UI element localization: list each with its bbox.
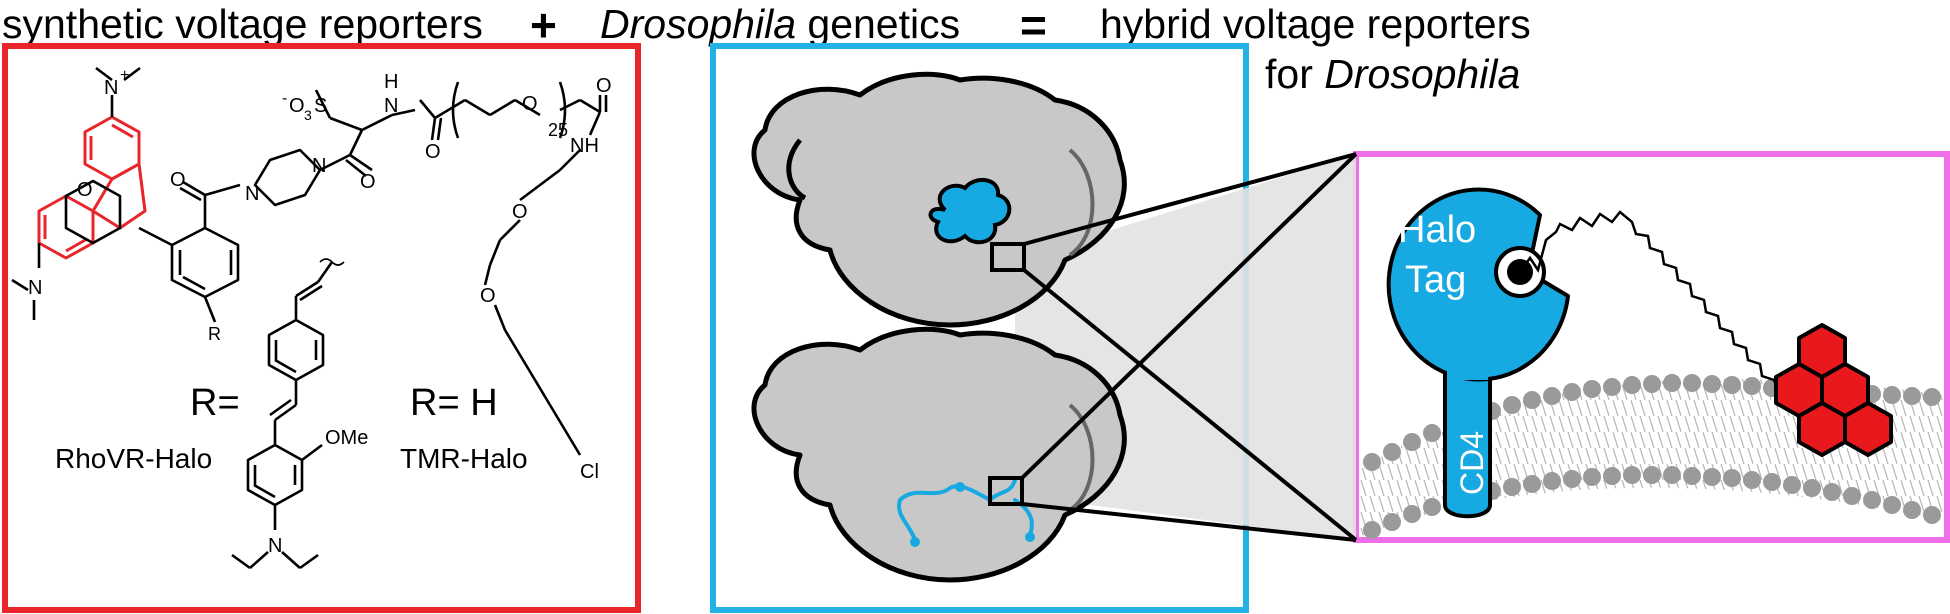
brain-bottom-zoom-box xyxy=(988,476,1024,506)
atom-n-piperazine-2: N xyxy=(312,155,326,177)
chem-labels: R= R= H RhoVR-Halo TMR-Halo xyxy=(55,382,528,474)
atom-cl: Cl xyxy=(580,461,599,483)
brain-top-blue-region xyxy=(928,178,1012,245)
atom-nh-right: NH xyxy=(570,135,599,157)
cd4-label: CD4 xyxy=(1454,431,1490,495)
atom-o-xanthene: O xyxy=(77,179,93,201)
header-synthetic-voltage-reporters: synthetic voltage reporters xyxy=(2,1,483,47)
atom-o-chain: O xyxy=(522,93,538,115)
header-drosophila-genetics: Drosophila genetics xyxy=(600,4,960,45)
header-for-word: for xyxy=(1265,51,1325,97)
atom-n-bottom: N xyxy=(268,535,282,557)
atom-o-cys-amide: O xyxy=(425,141,441,163)
atom-n-piperazine-1: N xyxy=(245,183,259,205)
linker-chain xyxy=(1518,210,1780,391)
atom-nh-n: N xyxy=(384,95,398,117)
header-drosophila-italic: Drosophila xyxy=(600,1,796,47)
header-genetics-word: genetics xyxy=(796,1,961,47)
zoom-lines xyxy=(1020,152,1358,542)
atom-n-plus: N xyxy=(104,77,118,99)
stalk-joint-cover xyxy=(1447,360,1488,380)
atom-n-left: N xyxy=(28,277,42,299)
atom-labels: N + - O 3 S H N O 25 O O O NH N N O O N … xyxy=(28,67,612,557)
dye-structure xyxy=(11,66,608,570)
r-equals-h-right: R= H xyxy=(410,382,498,424)
halo-label-line1: Halo xyxy=(1398,209,1476,251)
halotag-protein xyxy=(1386,187,1570,519)
atom-nh-h: H xyxy=(384,71,398,93)
atom-o-peg-1: O xyxy=(512,201,528,223)
plus-operator: + xyxy=(530,0,557,51)
r-equals-left: R= xyxy=(190,382,240,424)
atom-plus-sign: + xyxy=(120,67,129,84)
atom-o-amide-top: O xyxy=(596,75,612,97)
atom-o-piperazine-amide: O xyxy=(360,171,376,193)
atom-o-aryl-amide: O xyxy=(170,169,186,191)
header-drosophila-italic-2: Drosophila xyxy=(1324,51,1521,97)
atom-so3-s: S xyxy=(314,95,327,117)
header-hybrid-voltage-reporters: hybrid voltage reporters xyxy=(1100,1,1531,47)
atom-so3-sub: 3 xyxy=(304,107,312,123)
halo-label-line2: Tag xyxy=(1405,259,1466,301)
brain-bottom xyxy=(751,326,1127,583)
atom-ome: OMe xyxy=(325,427,368,449)
dye-hexagons xyxy=(1774,323,1893,457)
tmr-halo-name: TMR-Halo xyxy=(400,443,528,474)
chemistry-frame xyxy=(2,43,641,613)
atom-repeat-count: 25 xyxy=(548,120,568,140)
brain-top-zoom-box xyxy=(990,242,1026,272)
rhovr-halo-name: RhoVR-Halo xyxy=(55,443,212,474)
atom-o-peg-2: O xyxy=(480,285,496,307)
atom-so3-o: O xyxy=(289,95,305,117)
atom-r: R xyxy=(208,324,221,344)
atom-minus: - xyxy=(282,90,287,107)
header-for-drosophila: for Drosophila xyxy=(1265,54,1520,95)
equals-operator: = xyxy=(1020,0,1047,51)
